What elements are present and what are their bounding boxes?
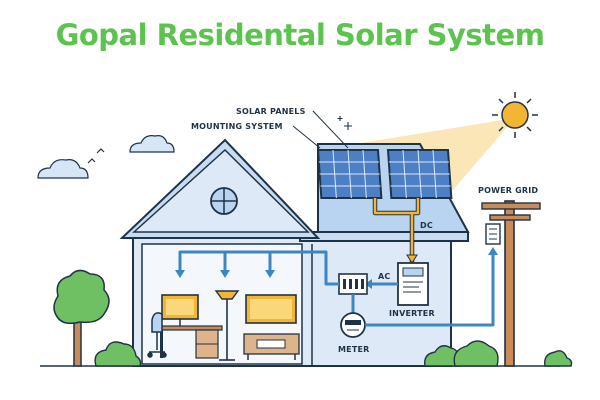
sun-icon <box>492 92 538 138</box>
solar-panels <box>316 149 453 199</box>
tree <box>53 269 110 367</box>
label-inverter: INVERTER <box>389 309 435 318</box>
page-title: Gopal Residental Solar System <box>55 18 545 52</box>
meter <box>340 312 366 338</box>
dc-arrow <box>406 254 418 264</box>
house-wiring <box>178 250 355 314</box>
label-dc: DC <box>420 221 433 230</box>
tv-stand <box>243 294 300 360</box>
birds-icon <box>87 148 105 164</box>
cloud-icon <box>129 135 175 153</box>
bushes <box>94 340 573 367</box>
grid-wire <box>365 252 495 327</box>
cloud-icon <box>37 159 89 179</box>
label-meter: METER <box>338 345 370 354</box>
label-power-grid: POWER GRID <box>478 186 538 195</box>
inverter <box>397 262 429 306</box>
label-mounting-system: MOUNTING SYSTEM <box>191 122 283 131</box>
ac-arrow <box>365 279 372 289</box>
label-solar-panels: SOLAR PANELS <box>236 107 306 116</box>
floor-lamp <box>214 290 240 361</box>
sparkle-icon <box>337 116 352 130</box>
label-ac: AC <box>378 272 390 281</box>
grid-arrow <box>488 247 498 255</box>
breaker-box <box>338 273 368 295</box>
power-pole <box>481 200 541 367</box>
label-leaders <box>292 110 349 149</box>
monitor-desk <box>157 294 223 359</box>
chair <box>147 312 167 358</box>
